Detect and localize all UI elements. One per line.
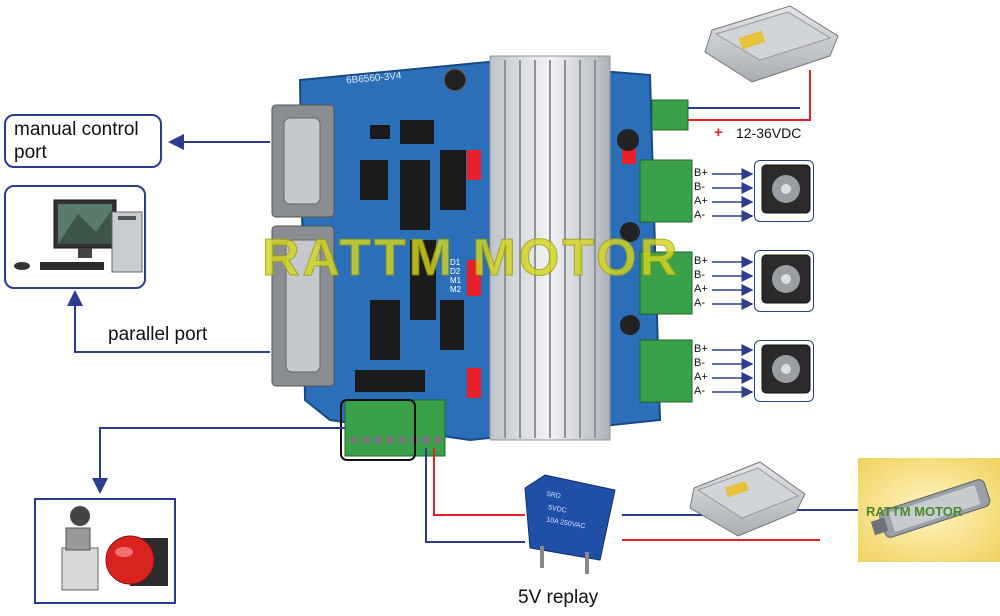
power-plus-sign: +: [714, 124, 723, 141]
dip-label-m2: M2: [450, 285, 462, 294]
power-supply-top: [704, 5, 839, 83]
motor1-pin-aplus: A+: [694, 195, 708, 207]
dip-label-d2: D2: [450, 267, 461, 276]
motor3-pin-bplus: B+: [694, 343, 708, 355]
motor-box-3: [754, 340, 814, 402]
motor2-pin-bminus: B-: [694, 269, 705, 281]
power-supply-spindle: [689, 461, 806, 537]
motor3-pin-aplus: A+: [694, 371, 708, 383]
motor3-pin-aminus: A-: [694, 385, 705, 397]
motor-wire-arrows: [712, 168, 754, 398]
computer-icon: [14, 199, 143, 273]
motor1-pin-aminus: A-: [694, 209, 705, 221]
spindle-panel: [858, 458, 1000, 562]
dip-label-d1: D1: [450, 258, 461, 267]
dip-label-m1: M1: [450, 276, 462, 285]
switch-box: [34, 498, 176, 604]
spindle-watermark: RATTM MOTOR: [866, 504, 963, 519]
manual-control-box: [4, 114, 162, 168]
motor2-pin-bplus: B+: [694, 255, 708, 267]
motor1-pin-bplus: B+: [694, 167, 708, 179]
limit-switch-icon: [61, 506, 99, 591]
motor3-pin-bminus: B-: [694, 357, 705, 369]
computer-box: [4, 185, 146, 289]
relay: [524, 474, 616, 574]
motor2-pin-aminus: A-: [694, 297, 705, 309]
motor1-pin-bminus: B-: [694, 181, 705, 193]
heatsink: [489, 55, 611, 441]
manual-control-port-label: manual control port: [14, 119, 139, 163]
power-wires: [433, 70, 820, 541]
motor-box-2: [754, 250, 814, 312]
motor-box-1: [754, 160, 814, 222]
power-voltage-label: 12-36VDC: [736, 125, 802, 141]
controller-board: [271, 55, 693, 461]
motor2-pin-aplus: A+: [694, 283, 708, 295]
stepper-motors: [761, 164, 811, 394]
watermark: RATTM MOTOR: [261, 229, 681, 288]
parallel-port-label: parallel port: [108, 324, 208, 345]
emergency-stop-icon: [105, 535, 168, 586]
relay-label: 5V replay: [518, 587, 599, 608]
